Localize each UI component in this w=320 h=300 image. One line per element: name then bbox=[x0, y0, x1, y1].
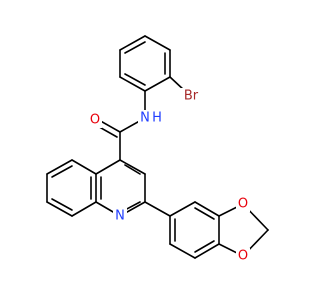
nitrogen-atom-label: N bbox=[115, 209, 125, 224]
bond bbox=[46, 159, 73, 175]
atom-label-layer: O N H Br N O O bbox=[88, 88, 250, 264]
bond bbox=[119, 35, 146, 51]
oxygen-atom-label: O bbox=[238, 249, 248, 264]
bond bbox=[124, 73, 146, 86]
bond bbox=[124, 164, 141, 175]
atom-mask bbox=[113, 208, 127, 224]
bond-layer bbox=[46, 35, 269, 259]
bond bbox=[71, 159, 97, 175]
hydrogen-atom-label: H bbox=[152, 111, 162, 126]
bond bbox=[169, 243, 196, 259]
oxygen-atom-label: O bbox=[238, 197, 248, 212]
bond bbox=[194, 240, 215, 253]
bond bbox=[119, 159, 146, 175]
bond bbox=[194, 201, 220, 217]
atom-mask bbox=[236, 248, 250, 264]
bond bbox=[194, 207, 215, 220]
bond bbox=[144, 35, 171, 51]
oxygen-atom-label: O bbox=[90, 113, 100, 128]
bond bbox=[194, 243, 220, 259]
bond bbox=[144, 201, 171, 217]
bond bbox=[46, 201, 73, 217]
bond bbox=[51, 165, 73, 178]
atom-mask bbox=[138, 110, 152, 126]
atom-mask bbox=[88, 112, 102, 128]
bond bbox=[51, 198, 73, 211]
bond bbox=[95, 159, 121, 175]
bromine-atom-label: Br bbox=[184, 89, 199, 104]
bond bbox=[119, 76, 146, 92]
atom-mask bbox=[236, 196, 250, 212]
atom-mask bbox=[180, 88, 202, 104]
nitrogen-atom-label: N bbox=[140, 111, 150, 126]
bond bbox=[144, 76, 171, 92]
bond bbox=[124, 41, 146, 54]
bond bbox=[71, 201, 97, 217]
structure-canvas: O N H Br N O O bbox=[46, 35, 269, 264]
bond bbox=[169, 201, 196, 217]
atom-mask bbox=[151, 110, 163, 126]
molecule-diagram: O N H Br N O O bbox=[46, 35, 269, 264]
